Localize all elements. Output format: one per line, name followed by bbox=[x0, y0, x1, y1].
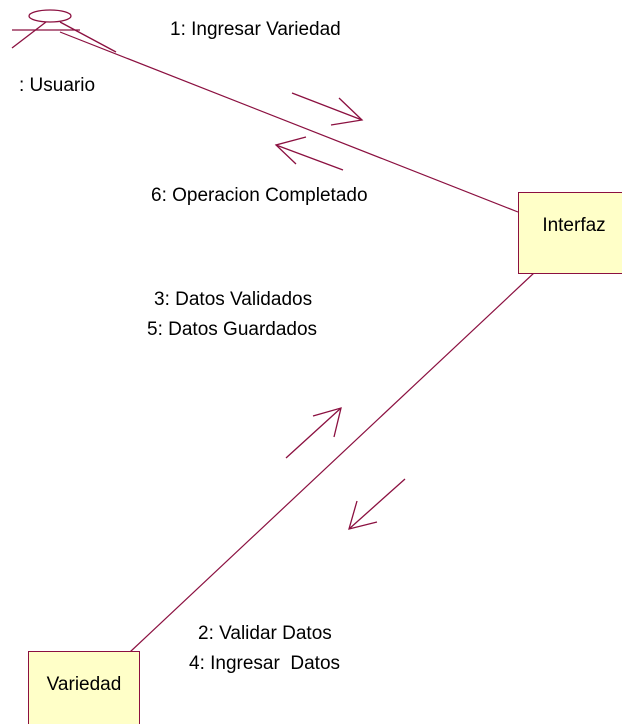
message-4-label: 4: Ingresar Datos bbox=[189, 653, 341, 674]
message-1-label: 1: Ingresar Variedad bbox=[170, 19, 341, 40]
actor-label: : Usuario bbox=[19, 75, 96, 96]
object-variedad-label: Variedad bbox=[46, 674, 122, 695]
message-2-label: 2: Validar Datos bbox=[198, 623, 332, 644]
actor-head bbox=[28, 9, 72, 23]
object-interfaz-label: Interfaz bbox=[542, 215, 606, 236]
actor-figure[interactable] bbox=[11, 9, 117, 53]
actor-leg-right bbox=[59, 21, 117, 53]
object-variedad[interactable]: Variedad bbox=[28, 651, 140, 724]
message-arrow-return bbox=[274, 136, 344, 171]
message-5-label: 5: Datos Guardados bbox=[147, 319, 318, 340]
message-arrow-down bbox=[348, 478, 406, 530]
message-arrow-forward bbox=[291, 92, 364, 126]
link-usuario-interfaz[interactable] bbox=[59, 31, 519, 213]
message-6-label: 6: Operacion Completado bbox=[151, 185, 368, 206]
message-arrow-up bbox=[285, 407, 342, 459]
object-interfaz[interactable]: Interfaz bbox=[518, 192, 622, 274]
actor-leg-left bbox=[11, 21, 47, 49]
link-interfaz-variedad[interactable] bbox=[129, 271, 536, 653]
message-3-label: 3: Datos Validados bbox=[154, 289, 313, 310]
